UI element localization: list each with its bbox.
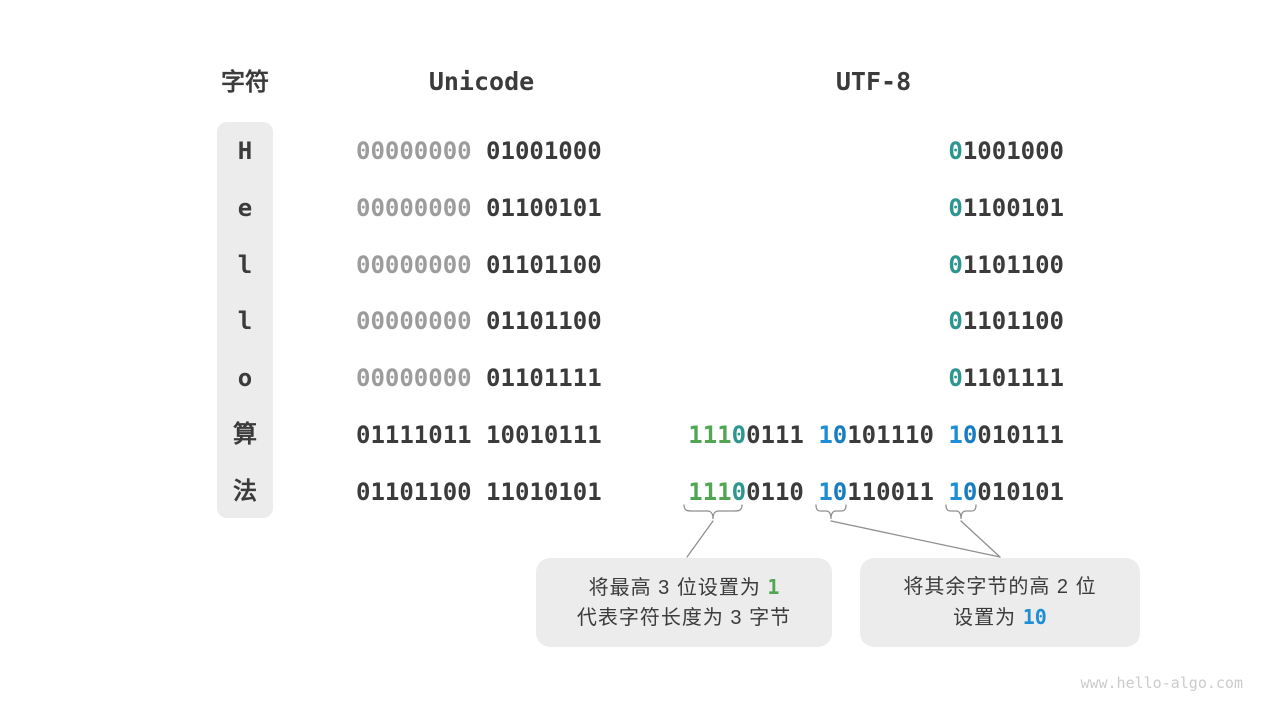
- bit-segment-green: 1: [767, 574, 780, 599]
- utf8-bytes: 01101100: [683, 306, 1064, 336]
- utf8-bytes: 01101100: [683, 250, 1064, 280]
- bit-segment-green: 111: [688, 421, 732, 449]
- unicode-bytes: 00000000 01101100: [356, 250, 607, 280]
- connector-line-leading: [686, 520, 714, 558]
- character-cell: H: [237, 137, 253, 165]
- bit-segment: 110011: [847, 478, 934, 506]
- bit-segment: 1101100: [962, 251, 1064, 279]
- bit-segment: 101110: [847, 421, 934, 449]
- annotation-line: 设置为 10: [953, 605, 1047, 631]
- bit-segment: 10010111: [486, 421, 602, 449]
- bit-segment: 01100101: [486, 194, 602, 222]
- connector-line-continuation-1: [830, 520, 1001, 558]
- annotation-leading-byte: 将最高 3 位设置为 1 代表字符长度为 3 字节: [536, 558, 832, 647]
- bit-segment-blue2: 0: [832, 421, 848, 449]
- annotation-continuation-byte: 将其余字节的高 2 位设置为 10: [860, 558, 1140, 647]
- unicode-bytes: 00000000 01001000: [356, 136, 607, 166]
- watermark: www.hello-algo.com: [1080, 674, 1243, 692]
- character-cell: 法: [233, 478, 257, 505]
- bit-segment-teal: 0: [948, 194, 963, 222]
- bit-segment: 0110: [746, 478, 804, 506]
- unicode-bytes: 00000000 01100101: [356, 193, 607, 223]
- character-cell: l: [237, 251, 253, 279]
- bit-segment-muted: 00000000: [356, 137, 472, 165]
- utf8-bytes: 11100110 10110011 10010101: [683, 477, 1064, 507]
- bit-segment: 01111011: [356, 421, 472, 449]
- character-cell: 算: [233, 421, 257, 448]
- character-cell: o: [237, 364, 253, 392]
- bit-segment: 010101: [977, 478, 1064, 506]
- underbrace-leading-bits: [683, 504, 743, 520]
- bit-segment-teal: 0: [948, 137, 963, 165]
- bit-segment: 将其余字节的高 2 位: [903, 575, 1097, 598]
- bit-segment-teal: 0: [731, 478, 747, 506]
- bit-segment: 1001000: [962, 137, 1064, 165]
- bit-segment-blue2: 0: [832, 478, 848, 506]
- bit-segment-muted: 00000000: [356, 364, 472, 392]
- column-header-utf8: UTF-8: [835, 67, 912, 96]
- annotation-line: 将其余字节的高 2 位: [903, 575, 1096, 600]
- utf8-bytes: 01100101: [683, 193, 1064, 223]
- bit-segment-blue: 1: [818, 478, 833, 506]
- unicode-bytes: 01111011 10010111: [356, 420, 607, 450]
- bit-segment-blue: 1: [948, 421, 963, 449]
- bit-segment-muted: 00000000: [356, 194, 472, 222]
- column-header-unicode: Unicode: [428, 67, 535, 96]
- bit-segment: 01101100: [356, 478, 472, 506]
- bit-segment-blue: 1: [948, 478, 963, 506]
- annotation-line: 代表字符长度为 3 字节: [577, 606, 791, 631]
- unicode-bytes: 00000000 01101111: [356, 363, 607, 393]
- bit-segment: 01001000: [486, 137, 602, 165]
- character-column-background: [217, 122, 273, 518]
- utf8-bytes: 11100111 10101110 10010111: [683, 420, 1064, 450]
- bit-segment-teal: 0: [948, 364, 963, 392]
- bit-segment: 0111: [746, 421, 804, 449]
- bit-segment: 将最高 3 位设置为: [588, 576, 768, 599]
- bit-segment-muted: 00000000: [356, 251, 472, 279]
- bit-segment: 设置为: [953, 606, 1023, 629]
- bit-segment-teal: 0: [948, 307, 963, 335]
- bit-segment: 1101111: [962, 364, 1064, 392]
- utf8-bytes: 01001000: [683, 136, 1064, 166]
- underbrace-continuation-bits-1: [815, 504, 847, 520]
- bit-segment: 11010101: [486, 478, 602, 506]
- underbrace-continuation-bits-2: [945, 504, 977, 520]
- bit-segment: 010111: [977, 421, 1064, 449]
- bit-segment: 01101100: [486, 251, 602, 279]
- bit-segment-blue: 10: [1022, 604, 1047, 629]
- character-cell: e: [237, 194, 253, 222]
- bit-segment-blue: 1: [818, 421, 833, 449]
- bit-segment: 1100101: [962, 194, 1064, 222]
- character-cell: l: [237, 307, 253, 335]
- bit-segment-teal: 0: [731, 421, 747, 449]
- utf8-bytes: 01101111: [683, 363, 1064, 393]
- bit-segment: 1101100: [962, 307, 1064, 335]
- unicode-bytes: 01101100 11010101: [356, 477, 607, 507]
- annotation-line: 将最高 3 位设置为 1: [589, 575, 780, 601]
- bit-segment: 01101100: [486, 307, 602, 335]
- bit-segment-teal: 0: [948, 251, 963, 279]
- connector-line-continuation-2: [960, 520, 1001, 558]
- bit-segment: 01101111: [486, 364, 602, 392]
- unicode-bytes: 00000000 01101100: [356, 306, 607, 336]
- bit-segment-blue2: 0: [962, 478, 978, 506]
- bit-segment-blue2: 0: [962, 421, 978, 449]
- column-header-char: 字符: [221, 69, 269, 96]
- bit-segment-muted: 00000000: [356, 307, 472, 335]
- bit-segment: 代表字符长度为 3 字节: [576, 606, 792, 629]
- bit-segment-green: 111: [688, 478, 732, 506]
